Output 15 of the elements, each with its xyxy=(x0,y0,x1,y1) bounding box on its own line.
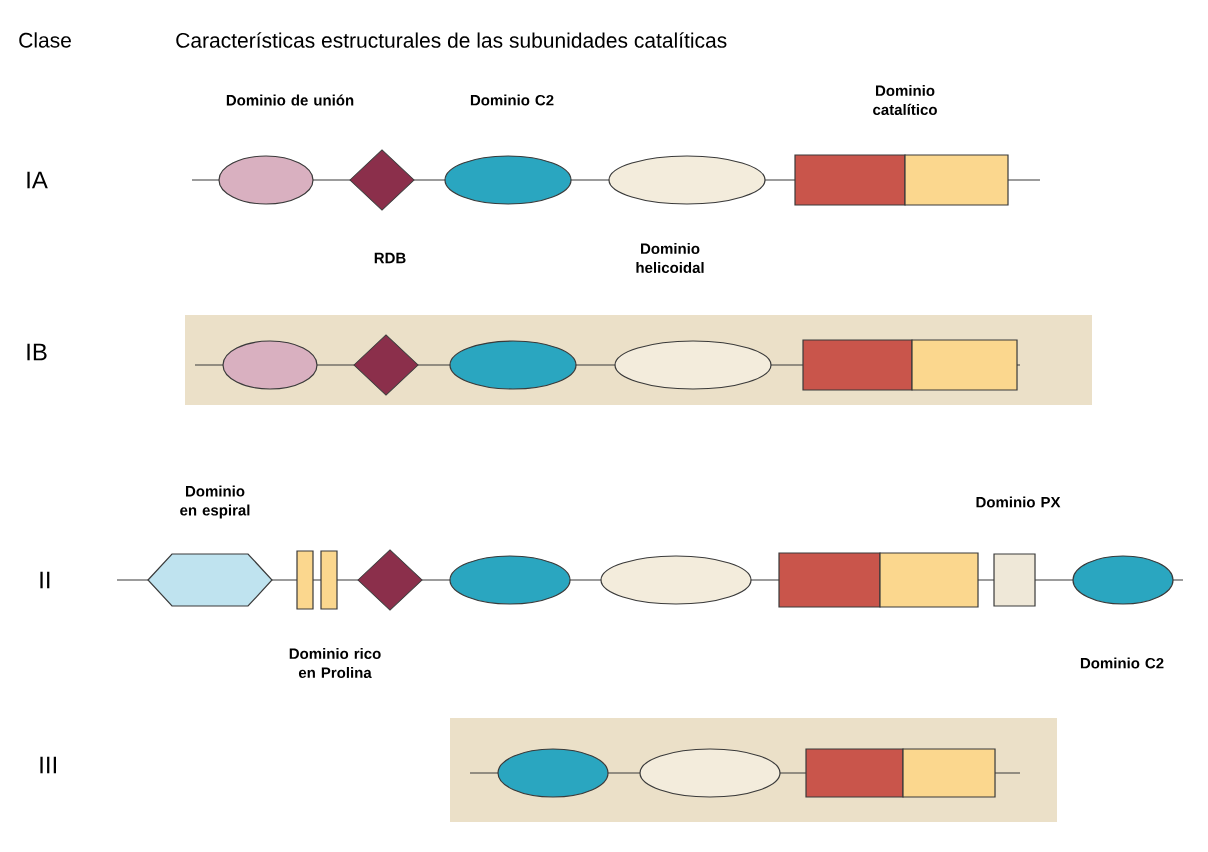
heading-text: Clase xyxy=(19,32,71,48)
class-label: IA xyxy=(27,171,48,189)
domain-label: Dominio C2 xyxy=(1080,657,1164,669)
domain-label: Dominio rico en Prolina xyxy=(289,648,381,678)
class-label: III xyxy=(40,756,56,774)
domain-label: Dominio PX xyxy=(976,496,1061,508)
class-label: II xyxy=(40,571,50,589)
domain-label: Dominio catalítico xyxy=(873,85,937,115)
heading-text: Características estructurales de las subunidades catalíticas xyxy=(176,32,727,48)
domain-label: RDB xyxy=(374,252,406,264)
domain-label: Dominio de unión xyxy=(226,94,354,106)
class-label: IB xyxy=(27,343,47,361)
domain-label: Dominio helicoidal xyxy=(636,243,704,273)
domain-label: Dominio C2 xyxy=(470,94,554,106)
domain-label: Dominio en espiral xyxy=(180,485,250,519)
